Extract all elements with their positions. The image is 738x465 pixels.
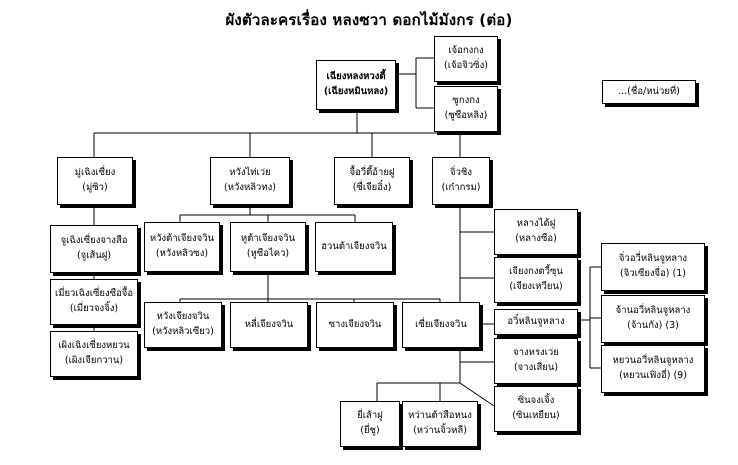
node-g4-name: เซี่ยเจียงจวิน (415, 318, 467, 330)
node-wife1-name: เจ้อกงกง (448, 45, 484, 57)
node-b2-alias: (หว่านจิ้วหลี) (413, 425, 467, 436)
node-m1-name: จูเฉิงเซี่ยงจางสือ (60, 235, 128, 247)
node-m1-alias: (จูเส้นฝู) (76, 250, 112, 261)
node-root-name: เฉียงหลงหวงตี้ (326, 71, 386, 83)
node-g3: ซางเจียงจวิน (316, 302, 394, 348)
node-k4: จางหรงเว่ย (จางเสียน) (494, 338, 578, 384)
node-c2-alias: (หวังหลิวทง) (224, 182, 276, 193)
node-h2-alias: (หูซือไคว) (246, 248, 290, 259)
node-k1: หลางได้ฝู (หลางซือ) (494, 209, 578, 255)
node-g1-name: หวังเจียงจวิน (156, 311, 210, 323)
node-h2: หูต้าเจียงจวิน (หูซือไคว) (230, 222, 306, 272)
node-m3-name: เผิงเฉิงเซี่ยงหยวน (58, 340, 130, 352)
node-k5-alias: (ซินเหยียน) (512, 410, 560, 421)
node-m1: จูเฉิงเซี่ยงจางสือ (จูเส้นฝู) (50, 225, 138, 273)
node-c1-name: มู่เฉิงเซี่ยง (74, 167, 116, 179)
node-h3: ฮวนต้าเจียงจวิน (315, 222, 393, 272)
legend-text: ...(ชื่อ/หน่วยที่) (618, 85, 680, 97)
node-c3-alias: (ซื่เจียอิ๋ง) (352, 182, 392, 193)
node-k2-alias: (เจียงเหวียน) (509, 281, 563, 292)
node-m3: เผิงเฉิงเซี่ยงหยวน (เผิงเจียกวาน) (50, 331, 138, 377)
node-k2: เจียงกงตวี้ซุน (เจียงเหวียน) (494, 257, 578, 303)
node-s2-name: จ้านอวี่หลินจูหลาง (615, 305, 691, 317)
node-b1: ยี่เส้าฝู (ยี่ชู) (340, 401, 400, 447)
node-b2-name: หว่านต้าสือหนง (408, 410, 472, 422)
node-wife1: เจ้อกงกง (เจ้อจิวซิ่ง) (434, 36, 498, 82)
node-c1-alias: (มู่ซิว) (82, 182, 108, 193)
node-b2: หว่านต้าสือหนง (หว่านจิ้วหลี) (402, 401, 478, 447)
node-m3-alias: (เผิงเจียกวาน) (64, 355, 124, 366)
page-title: ผังตัวละครเรื่อง หลงซวา ดอกไม้มังกร (ต่อ… (225, 11, 513, 29)
node-g1-alias: (หวังหลิวเซียว) (152, 326, 214, 337)
node-k3-name: อวิ๋หลินจูหลาง (507, 315, 565, 327)
node-h3-name: ฮวนต้าเจียงจวิน (321, 240, 387, 252)
node-s3-name: หยวนอวี่หลินจูหลาง (612, 355, 694, 367)
node-k1-name: หลางได้ฝู (516, 218, 556, 230)
node-b1-alias: (ยี่ชู) (360, 425, 380, 436)
node-wife2: ซูกงกง (ซูซือหลิง) (434, 86, 498, 132)
node-g3-name: ซางเจียงจวิน (328, 318, 382, 330)
node-k4-name: จางหรงเว่ย (513, 347, 559, 359)
node-c4-name: จิ่วชิง (450, 167, 472, 179)
node-c2: หวังไท่เว่ย (หวังหลิวทง) (210, 157, 290, 205)
node-s2-alias: (จ้านกัง) (3) (627, 320, 679, 331)
node-c3: จื้อวี่ตี้อ้ายฝู (ซื่เจียอิ๋ง) (334, 157, 410, 205)
node-c4: จิ่วชิง (เก๋ากรม) (432, 157, 490, 205)
node-b1-name: ยี่เส้าฝู (357, 410, 383, 422)
node-k5: ซิ่นจงเจิ้ง (ซินเหยียน) (494, 386, 578, 432)
node-c2-name: หวังไท่เว่ย (229, 167, 271, 179)
node-s1: จิ่วอวี่หลินจูหลาง (จิวเซียงจื่อ) (1) (601, 243, 705, 291)
node-k2-name: เจียงกงตวี้ซุน (509, 266, 563, 278)
legend-box: ...(ชื่อ/หน่วยที่) (602, 80, 696, 104)
node-c1: มู่เฉิงเซี่ยง (มู่ซิว) (57, 157, 133, 205)
node-g2: หลี่เจียงจวิน (230, 302, 308, 348)
node-wife1-alias: (เจ้อจิวซิ่ง) (444, 60, 488, 71)
node-h1: หวังต้าเจียงจวิน (หวังหลิวซง) (144, 222, 220, 272)
node-s1-name: จิ่วอวี่หลินจูหลาง (618, 253, 688, 265)
node-g1: หวังเจียงจวิน (หวังหลิวเซียว) (144, 302, 222, 348)
node-h1-alias: (หวังหลิวซง) (155, 248, 209, 259)
node-m2-alias: (เมี่ยวจงจิ้ง) (69, 303, 119, 314)
node-h1-name: หวังต้าเจียงจวิน (149, 233, 215, 245)
node-s3: หยวนอวี่หลินจูหลาง (หยวนเฟิงอี่) (9) (601, 345, 705, 393)
node-g4: เซี่ยเจียงจวิน (402, 302, 480, 348)
node-root: เฉียงหลงหวงตี้ (เฉียงหมินหลง) (316, 60, 396, 110)
node-c4-alias: (เก๋ากรม) (441, 182, 481, 193)
node-s1-alias: (จิวเซียงจื่อ) (1) (620, 268, 686, 279)
node-root-alias: (เฉียงหมินหลง) (323, 86, 389, 97)
node-k3: อวิ๋หลินจูหลาง (494, 309, 578, 335)
node-wife2-alias: (ซูซือหลิง) (444, 110, 488, 121)
node-g2-name: หลี่เจียงจวิน (244, 318, 294, 330)
node-k4-alias: (จางเสียน) (513, 362, 559, 373)
node-k1-alias: (หลางซือ) (515, 233, 557, 244)
node-m2: เมี่ยวเฉิงเซี่ยงซือจื้อ (เมี่ยวจงจิ้ง) (50, 279, 138, 325)
node-k5-name: ซิ่นจงเจิ้ง (517, 395, 555, 407)
node-s3-alias: (หยวนเฟิงอี่) (9) (619, 370, 687, 381)
node-m2-name: เมี่ยวเฉิงเซี่ยงซือจื้อ (54, 288, 134, 300)
node-s2: จ้านอวี่หลินจูหลาง (จ้านกัง) (3) (601, 295, 705, 343)
node-c3-name: จื้อวี่ตี้อ้ายฝู (349, 167, 395, 179)
node-h2-name: หูต้าเจียงจวิน (240, 233, 296, 245)
node-wife2-name: ซูกงกง (452, 95, 480, 107)
